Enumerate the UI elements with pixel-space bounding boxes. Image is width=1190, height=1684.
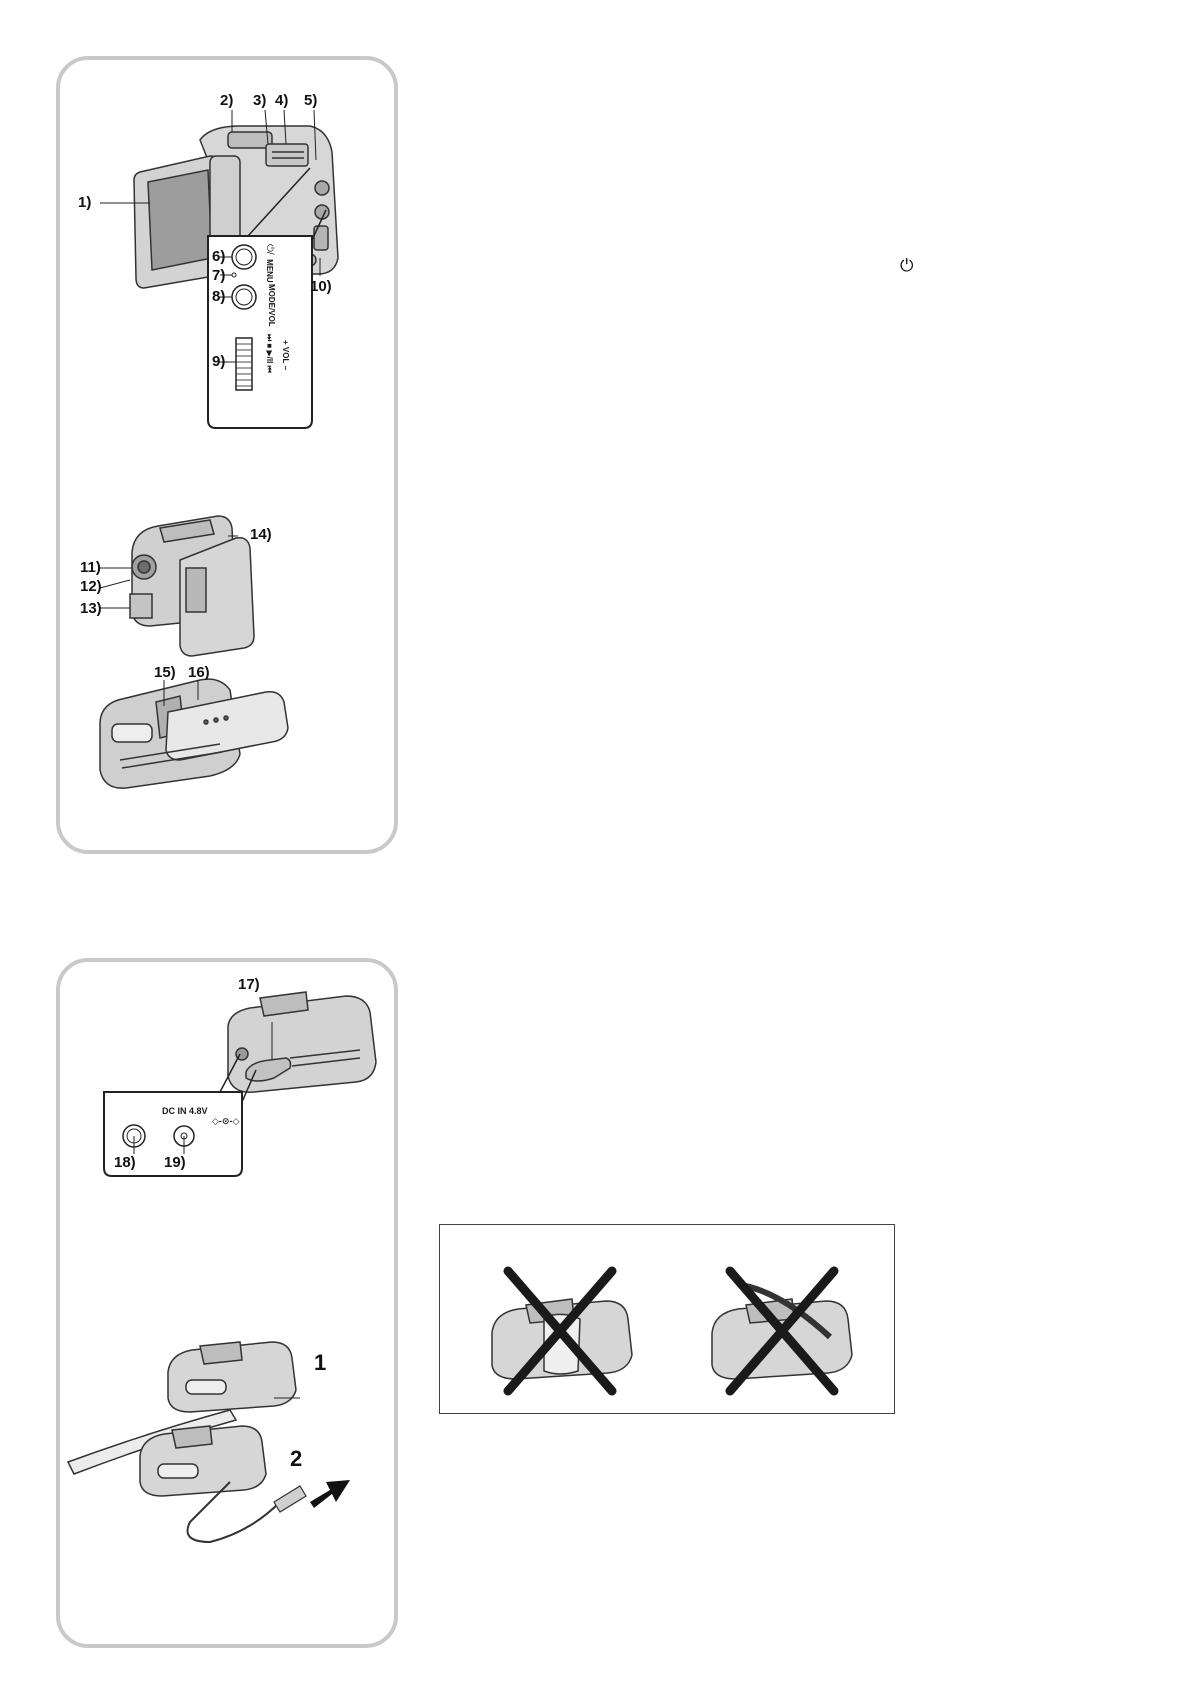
callout-11: 11) — [80, 559, 101, 576]
callout-7: 7) — [212, 267, 226, 284]
callout-5: 5) — [304, 92, 318, 109]
power-symbol: ⏻ — [900, 256, 914, 275]
callout-3: 3) — [253, 92, 267, 109]
controls-zoom-box — [207, 235, 313, 429]
callout-14: 14) — [250, 526, 272, 543]
power-icon: ⏻/ — [264, 244, 275, 255]
strap-over-camera-illustration — [711, 1282, 853, 1380]
camera-side-illustration — [227, 991, 377, 1093]
callout-15: 15) — [154, 664, 176, 681]
skip-next-icon: ⏭ ■ ▶/II ⏮ — [265, 334, 274, 373]
jack-zoom-box — [103, 1091, 243, 1177]
callout-13: 13) — [80, 600, 102, 617]
dc-in-label: DC IN 4.8V — [162, 1106, 208, 1116]
callout-8: 8) — [212, 288, 226, 305]
camera-illustrations-top — [99, 109, 339, 789]
cross-mark-icon — [503, 1266, 617, 1396]
callout-10: 10) — [310, 278, 332, 295]
vol-legend: + VOL − — [281, 340, 290, 371]
battery-illustration — [99, 678, 289, 789]
callout-18: 18) — [114, 1154, 136, 1171]
callout-2: 2) — [220, 92, 234, 109]
strap-warning-box — [439, 1224, 895, 1414]
camera-front-illustration — [129, 515, 255, 657]
step-2-label: 2 — [290, 1446, 303, 1471]
callout-4: 4) — [275, 92, 289, 109]
cross-mark-icon — [725, 1266, 839, 1396]
arrow-icon — [310, 1480, 350, 1508]
callout-1: 1) — [78, 194, 92, 211]
callout-19: 19) — [164, 1154, 186, 1171]
parts-panel-2: 17) 18) 19) DC IN 4.8V ◇-⊙-◇ 1 2 — [56, 958, 398, 1648]
callout-17: 17) — [238, 976, 260, 993]
polarity-icon: ◇-⊙-◇ — [212, 1116, 240, 1126]
callout-12: 12) — [80, 578, 102, 595]
callout-9: 9) — [212, 353, 226, 370]
menu-legend: ⏻/ MENU — [264, 244, 275, 283]
callout-6: 6) — [212, 248, 226, 265]
parts-panel-1: 1) 2) 3) 4) 5) 6) 7) 8) 9) 10) 11) 12) 1… — [56, 56, 398, 854]
camera-illustrations-bottom — [66, 991, 377, 1544]
jog-lever-shape — [235, 337, 253, 391]
callout-16: 16) — [188, 664, 210, 681]
strap-step2-illustration — [139, 1425, 267, 1497]
battery-pack-shape — [165, 690, 289, 761]
step-1-label: 1 — [314, 1350, 327, 1375]
strap-step1-illustration — [167, 1341, 297, 1413]
mode-vol-legend: MODE/VOL — [267, 284, 276, 327]
